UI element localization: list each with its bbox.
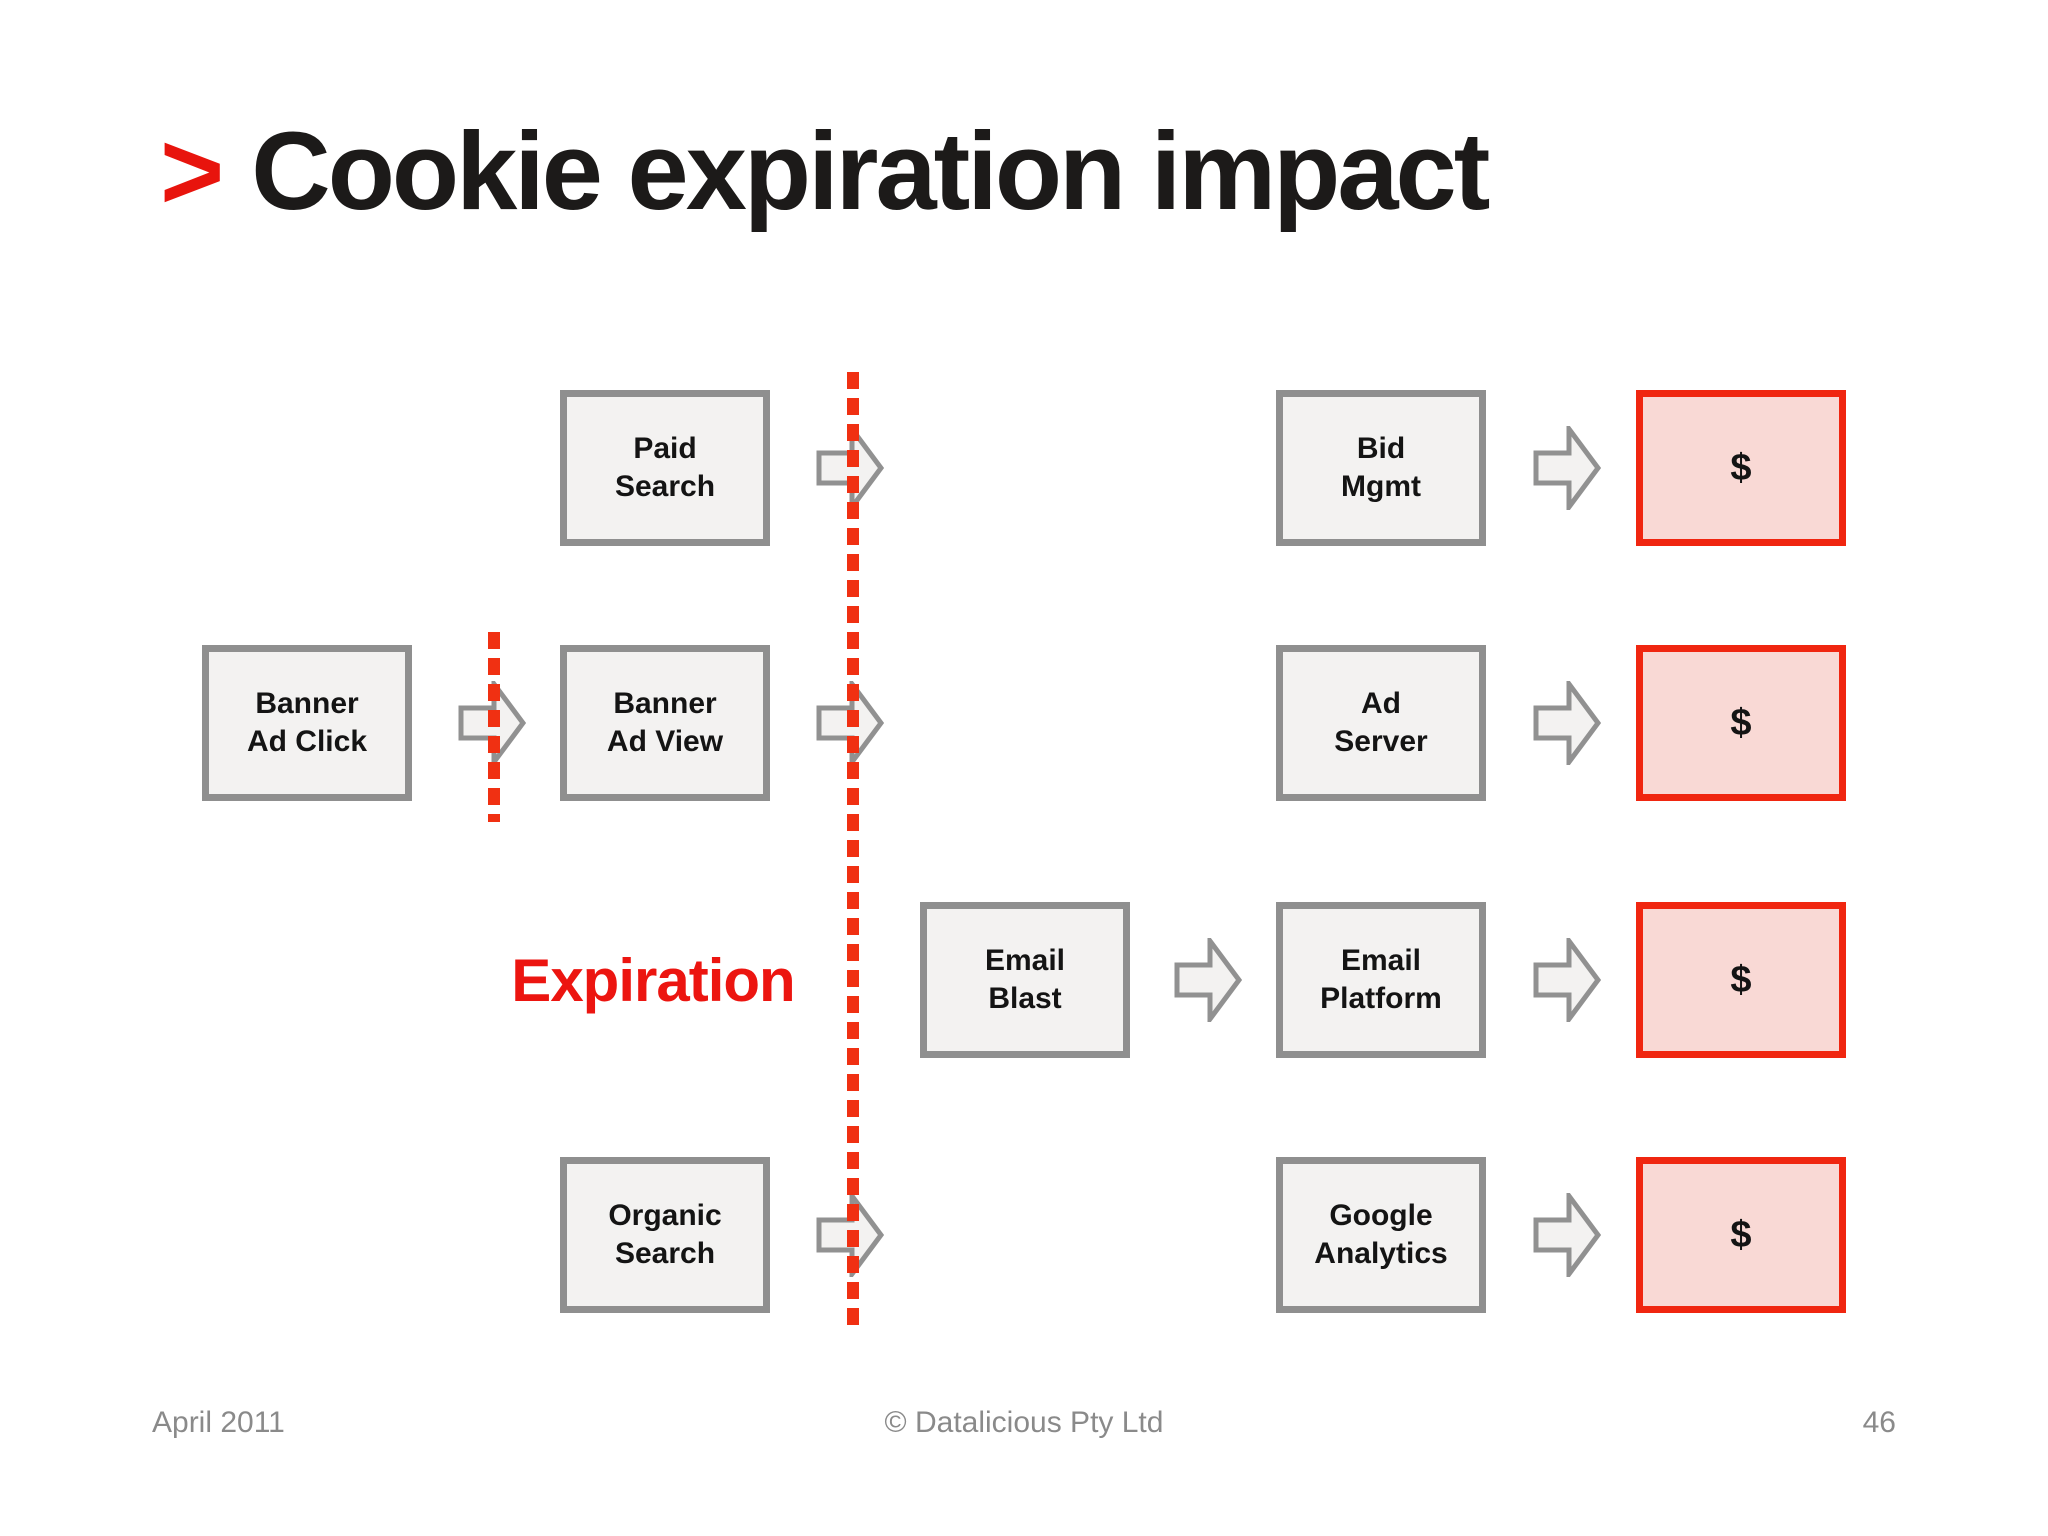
expiration-dashed-line-main [847,372,859,1332]
node-dollar-ad-server: $ [1636,645,1846,801]
arrow-right-icon [1533,681,1601,765]
page-title: >Cookie expiration impact [160,108,1490,235]
node-ad-server: Ad Server [1276,645,1486,801]
node-dollar-bid-mgmt: $ [1636,390,1846,546]
node-organic-search: Organic Search [560,1157,770,1313]
node-email-blast: Email Blast [920,902,1130,1058]
footer-page-number: 46 [1862,1406,1896,1439]
expiration-label: Expiration [511,947,795,1014]
footer-copyright: © Datalicious Pty Ltd [884,1406,1164,1439]
node-banner-ad-click: Banner Ad Click [202,645,412,801]
node-email-platform: Email Platform [1276,902,1486,1058]
node-google-analytics: Google Analytics [1276,1157,1486,1313]
arrow-right-icon [1174,938,1242,1022]
node-banner-ad-view: Banner Ad View [560,645,770,801]
footer-date: April 2011 [152,1406,285,1439]
node-paid-search: Paid Search [560,390,770,546]
arrow-right-icon [1533,938,1601,1022]
node-dollar-google-analytics: $ [1636,1157,1846,1313]
node-dollar-email-platform: $ [1636,902,1846,1058]
chevron-marker-icon: > [160,110,224,233]
arrow-right-icon [1533,1193,1601,1277]
node-bid-mgmt: Bid Mgmt [1276,390,1486,546]
expiration-dashed-line-short [488,632,500,822]
page-title-text: Cookie expiration impact [251,110,1490,233]
arrow-right-icon [1533,426,1601,510]
